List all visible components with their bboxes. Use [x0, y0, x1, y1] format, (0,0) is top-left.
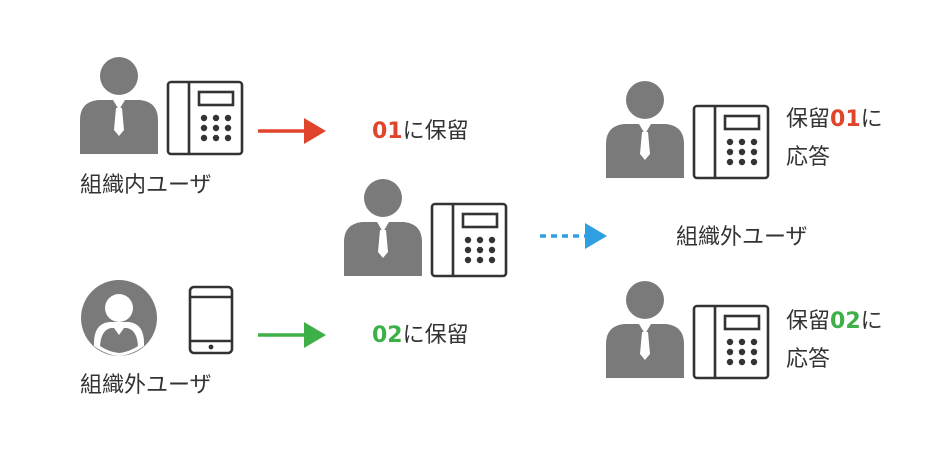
hold-01-label: 01に保留: [372, 116, 469, 148]
arrow-green-icon: [258, 322, 326, 348]
answer-02-label: 保留02に: [786, 306, 883, 338]
internal-user-label: 組織内ユーザ: [80, 173, 212, 198]
answer-suffix: に: [860, 309, 883, 334]
hold-text: に保留: [402, 119, 469, 144]
hold-number: 01: [372, 119, 403, 144]
answer-02-line2: 応答: [786, 347, 831, 372]
external-user-right-label: 組織外ユーザ: [676, 225, 808, 250]
smartphone-icon: [188, 285, 234, 355]
person-icon: [606, 281, 684, 378]
desk-phone-icon: [692, 104, 770, 180]
answer-number: 01: [830, 107, 861, 132]
avatar-icon: [81, 280, 157, 356]
answer-prefix: 保留: [786, 309, 831, 334]
answer-01-label: 保留01に: [786, 104, 883, 136]
hold-02-label: 02に保留: [372, 320, 469, 352]
hold-number: 02: [372, 323, 403, 348]
desk-phone-icon: [430, 202, 508, 278]
answer-prefix: 保留: [786, 107, 831, 132]
person-icon: [606, 81, 684, 178]
person-icon: [80, 57, 158, 154]
answer-suffix: に: [860, 107, 883, 132]
answer-01-line2: 応答: [786, 145, 831, 170]
arrow-red-icon: [258, 118, 326, 144]
person-icon: [344, 179, 422, 276]
arrow-blue-dotted-icon: [540, 223, 607, 249]
answer-number: 02: [830, 309, 861, 334]
desk-phone-icon: [166, 80, 244, 156]
external-user-label: 組織外ユーザ: [80, 373, 212, 398]
desk-phone-icon: [692, 304, 770, 380]
hold-text: に保留: [402, 323, 469, 348]
